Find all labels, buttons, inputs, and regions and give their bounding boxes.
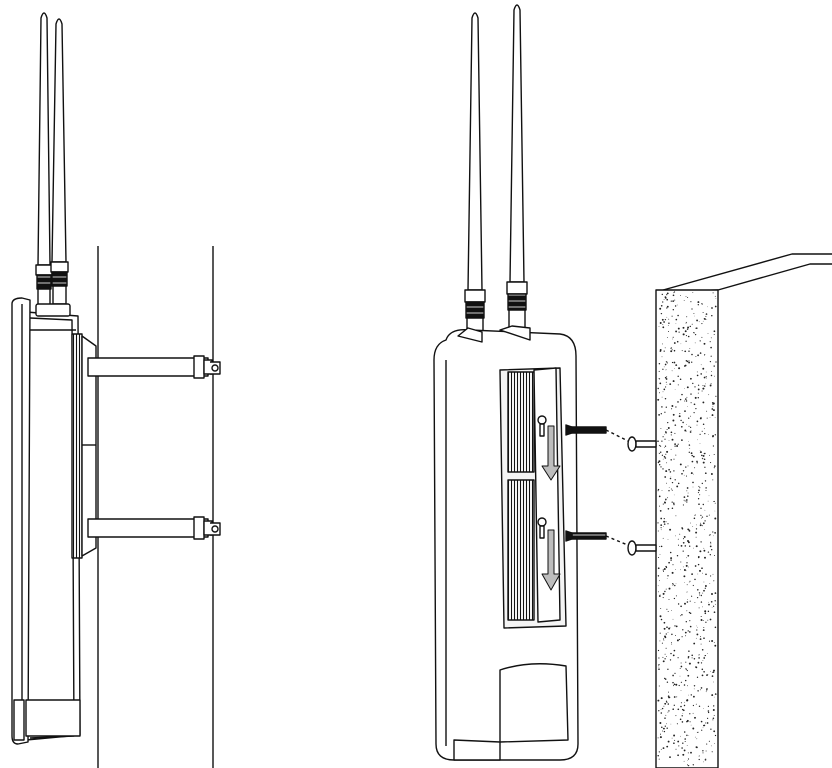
antenna-right-1 [464,12,486,337]
wall-anchor-lower [627,540,657,556]
pole-clamp-upper [87,355,221,379]
mounting-bracket-side [71,333,97,559]
slide-down-arrow-upper [541,425,561,481]
pole-mount-view [11,12,221,768]
wall-anchor-upper [627,436,657,452]
antenna-left-1 [35,12,53,306]
wall-screw-lower [565,530,631,547]
wall-screw-upper [565,424,631,443]
antenna-left-2 [50,18,69,305]
antenna-right-2 [506,4,528,333]
pole-clamp-lower [87,516,221,540]
mounting-pole [97,246,214,768]
wall-texture [657,291,717,767]
wall-section [655,253,832,768]
access-point-side-view [11,297,81,745]
wall-mount-view [433,4,832,768]
slide-down-arrow-lower [541,529,561,591]
access-point-body [433,325,579,761]
